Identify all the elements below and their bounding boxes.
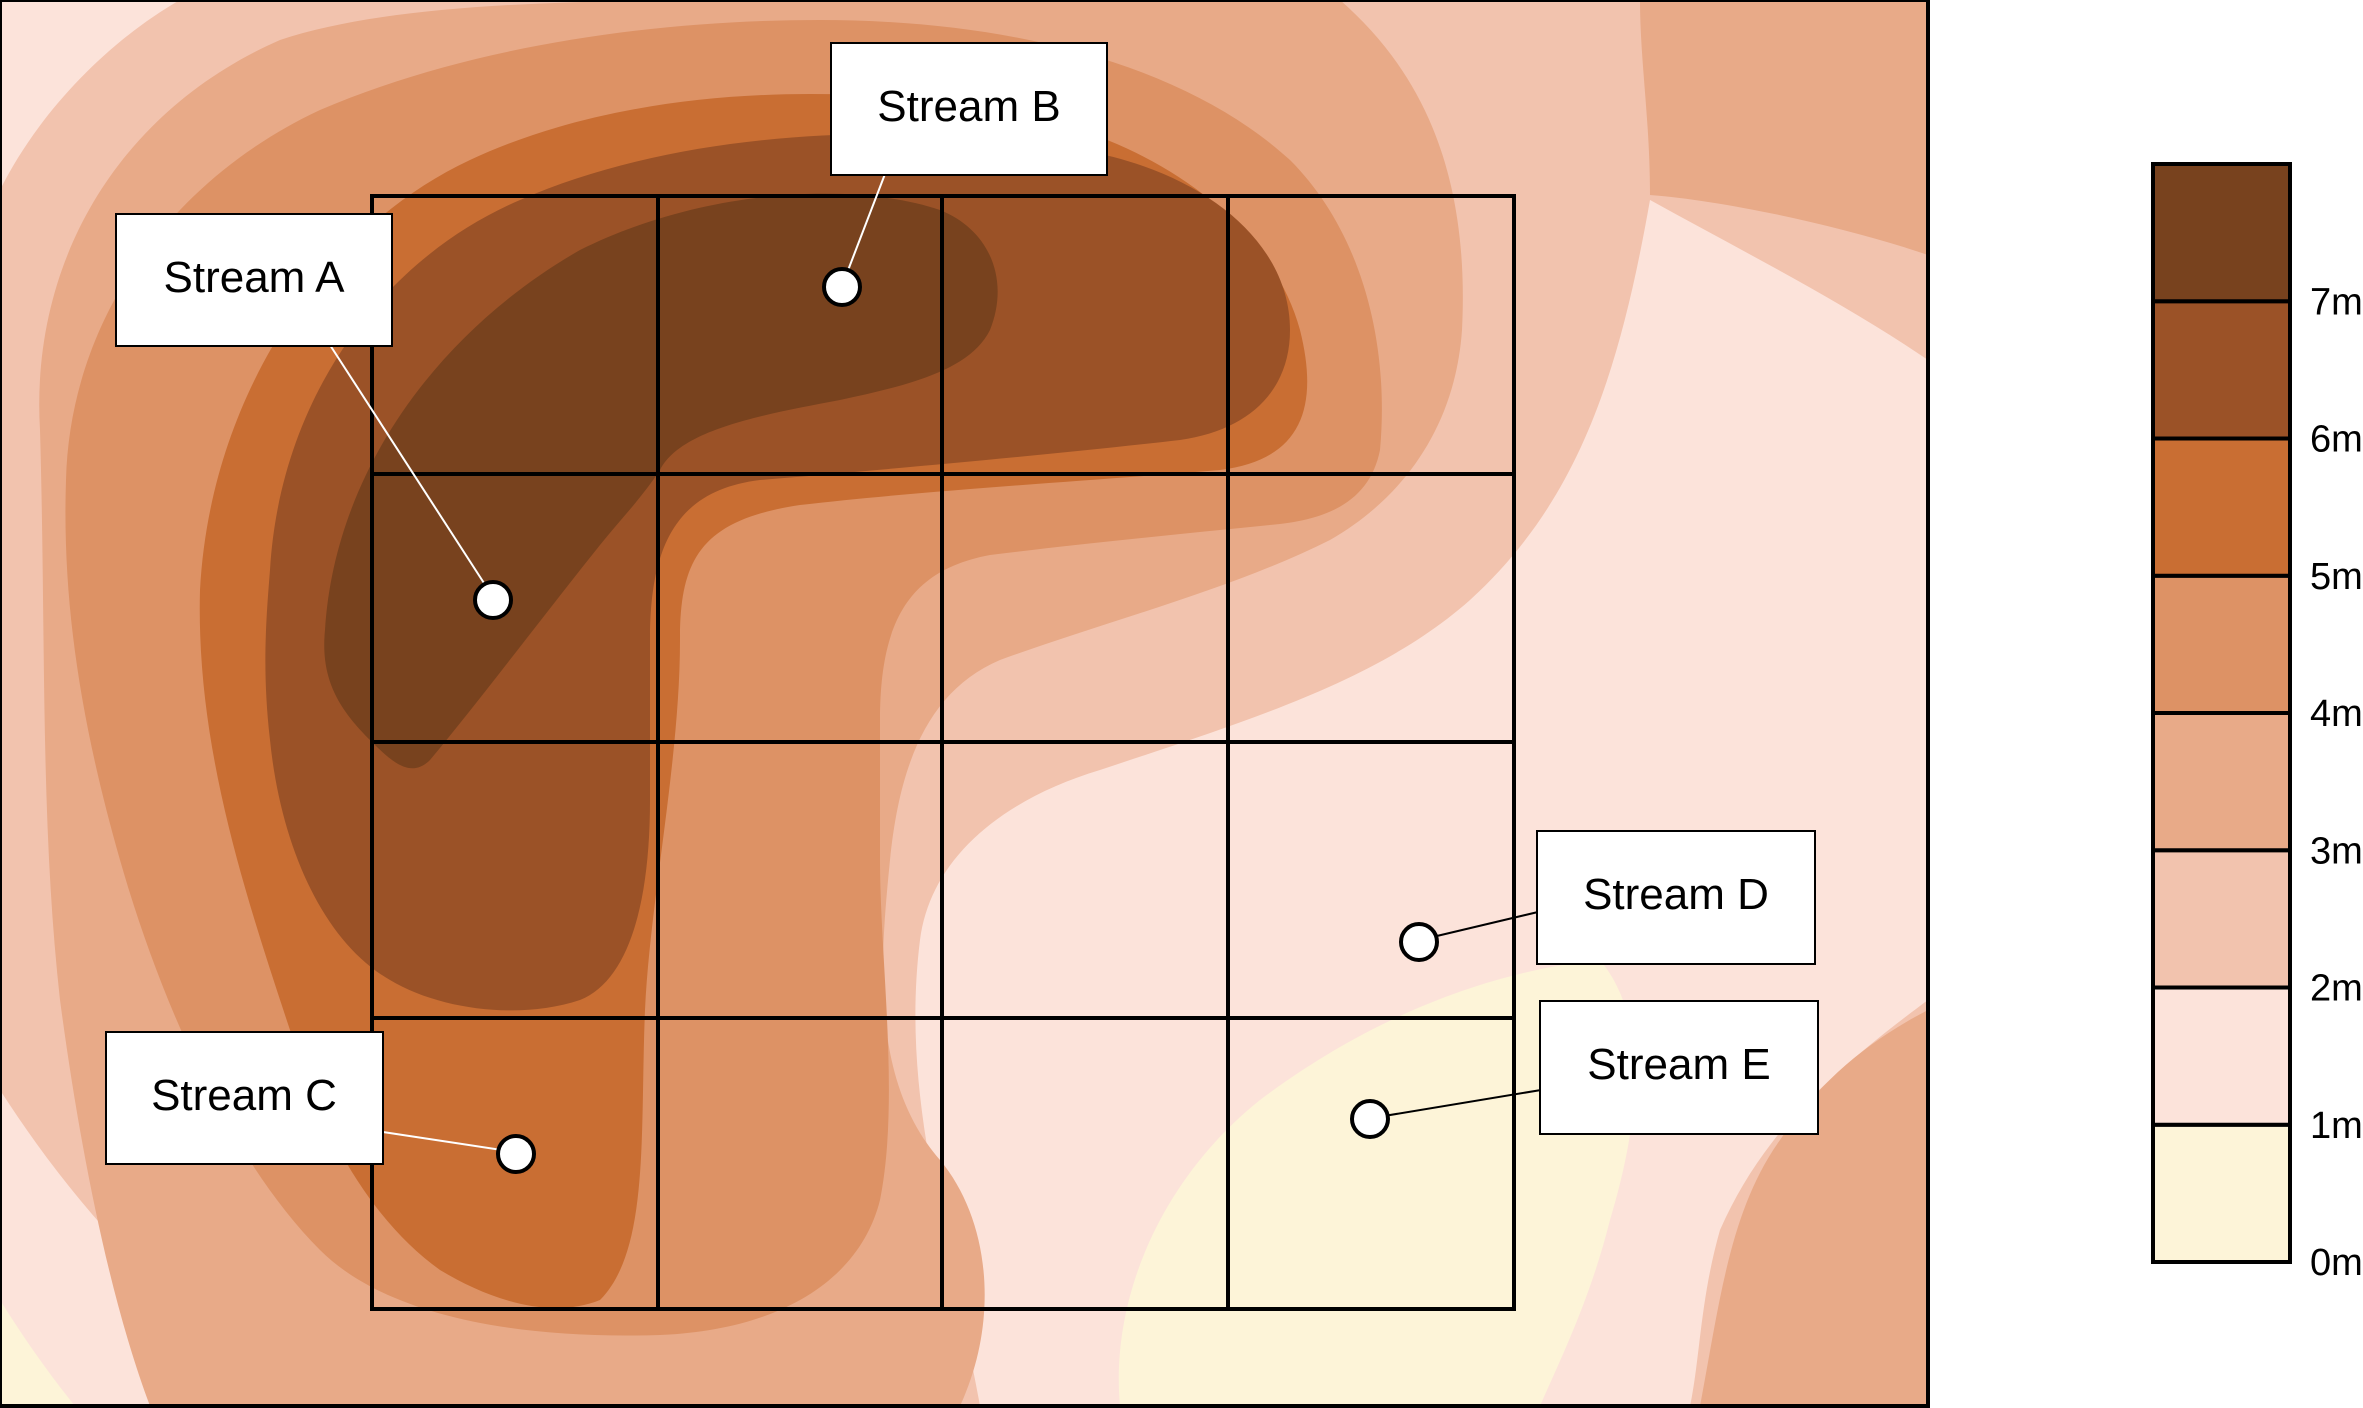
stream-b-leader	[841, 173, 886, 287]
band-3-4-topright	[1640, 0, 1928, 255]
legend-label-4m: 4m	[2310, 693, 2363, 735]
legend-band-0-1	[2151, 1122, 2292, 1264]
stream-e-marker[interactable]: Stream E	[1350, 1000, 1819, 1139]
band-1-2-bottomleft	[0, 1090, 330, 1406]
legend-bands	[2151, 162, 2292, 1264]
band-7-plus	[324, 193, 998, 769]
legend-label-3m: 3m	[2310, 830, 2363, 872]
stream-c-label: Stream C	[151, 1071, 337, 1120]
legend-band-6-7	[2151, 299, 2292, 441]
legend-band-7+	[2151, 162, 2292, 304]
stream-b-point[interactable]	[822, 267, 862, 307]
legend-label-0m: 0m	[2310, 1242, 2363, 1284]
stream-a-marker[interactable]: Stream A	[115, 213, 513, 620]
band-1-2-topleft	[0, 0, 180, 190]
legend-band-3-4	[2151, 711, 2292, 853]
stream-c-marker[interactable]: Stream C	[105, 1031, 536, 1174]
legend-label-5m: 5m	[2310, 556, 2363, 598]
stream-b-label: Stream B	[877, 82, 1060, 131]
stream-a-point[interactable]	[473, 580, 513, 620]
stream-d-leader	[1419, 911, 1539, 941]
band-0-1-bottomleft	[0, 1300, 75, 1406]
stream-b-marker[interactable]: Stream B	[822, 42, 1108, 307]
stream-d-marker[interactable]: Stream D	[1399, 830, 1816, 965]
stream-e-label-box	[1539, 1000, 1819, 1135]
legend-label-1m: 1m	[2310, 1105, 2363, 1147]
grid	[370, 194, 1516, 1311]
stream-c-leader	[382, 1131, 516, 1153]
legend: 0m 1m 2m 3m 4m 5m 6m 7m	[2151, 162, 2363, 1284]
legend-labels: 0m 1m 2m 3m 4m 5m 6m 7m	[2310, 281, 2363, 1284]
stream-d-point[interactable]	[1399, 922, 1439, 962]
legend-band-5-6	[2151, 436, 2292, 578]
legend-band-1-2	[2151, 985, 2292, 1127]
map-frame	[0, 0, 1930, 1408]
legend-band-4-5	[2151, 573, 2292, 715]
stream-d-label-box	[1536, 830, 1816, 965]
band-3-4-bottomright	[1700, 1010, 1928, 1406]
band-0-1-bottomright	[1118, 960, 1635, 1406]
stream-d-label: Stream D	[1583, 870, 1769, 919]
legend-label-6m: 6m	[2310, 419, 2363, 461]
stream-c-point[interactable]	[496, 1134, 536, 1174]
stream-a-label-box	[115, 213, 393, 347]
legend-label-7m: 7m	[2310, 281, 2363, 323]
stream-a-label: Stream A	[164, 253, 346, 302]
stream-e-leader	[1371, 1089, 1542, 1119]
legend-frame	[2151, 162, 2292, 1264]
stream-e-label: Stream E	[1587, 1040, 1770, 1089]
stream-c-label-box	[105, 1031, 384, 1165]
legend-band-2-3	[2151, 848, 2292, 990]
stream-a-leader	[329, 344, 494, 598]
stream-e-point[interactable]	[1350, 1099, 1390, 1139]
stream-b-label-box	[830, 42, 1108, 176]
legend-label-2m: 2m	[2310, 968, 2363, 1010]
map-area: Stream A Stream B Stream C Stream D	[0, 0, 1928, 1406]
